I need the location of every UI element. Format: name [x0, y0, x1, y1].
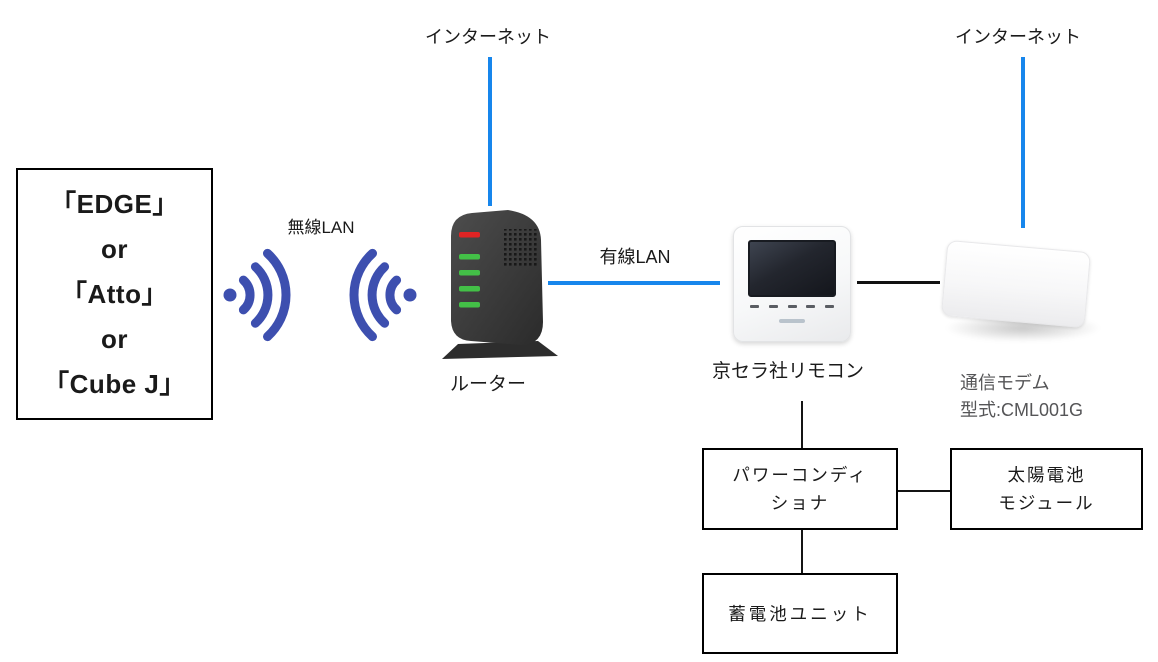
power-solar-line: [898, 490, 950, 492]
wifi-right-icon: [349, 248, 417, 342]
device-option-edge: 「EDGE」: [50, 188, 179, 219]
power-conditioner-line1: パワーコンディ: [732, 465, 868, 485]
router-led-green: [459, 302, 480, 308]
device-option-atto: 「Atto」: [61, 278, 168, 309]
router-led-green: [459, 254, 480, 260]
modem-body: [940, 239, 1092, 329]
remote-modem-line: [857, 281, 940, 284]
solar-module-line1: 太陽電池: [1007, 465, 1086, 485]
router-led-green: [459, 270, 480, 276]
device-option-cubej: 「Cube J」: [43, 368, 186, 399]
remote-power-line: [801, 401, 803, 448]
battery-unit-label: 蓄電池ユニット: [728, 604, 872, 624]
modem-name: 通信モデム: [960, 373, 1050, 393]
router-stand: [442, 341, 558, 359]
remote-brand-logo: [779, 319, 805, 323]
modem-device: [938, 238, 1108, 350]
wired-lan-line: [548, 281, 720, 285]
remote-control-device: [733, 226, 851, 342]
wifi-waves-icon: [223, 248, 417, 342]
router-icon: [442, 210, 558, 359]
remote-screen: [748, 240, 836, 297]
internet-label-right: インターネット: [955, 27, 1081, 47]
power-conditioner-box: パワーコンディ ショナ: [702, 448, 898, 530]
remote-label: 京セラ社リモコン: [711, 361, 864, 382]
wifi-left-icon: [223, 248, 291, 342]
modem-model: 型式:CML001G: [960, 400, 1084, 420]
router-led-green: [459, 286, 480, 292]
or-text: or: [101, 323, 128, 354]
internet-line-left: [488, 57, 492, 206]
internet-line-right: [1021, 57, 1025, 228]
router-label: ルーター: [449, 374, 526, 395]
solar-module-box: 太陽電池 モジュール: [950, 448, 1143, 530]
router-led-red: [459, 232, 480, 238]
power-battery-line: [801, 530, 803, 573]
battery-unit-box: 蓄電池ユニット: [702, 573, 898, 654]
or-text: or: [101, 233, 128, 264]
router-vent-grid: [502, 229, 539, 266]
device-options-box: 「EDGE」 or 「Atto」 or 「Cube J」: [16, 168, 213, 420]
solar-module-line2: モジュール: [998, 493, 1095, 513]
wired-lan-label: 有線LAN: [599, 247, 671, 267]
modem-label: 通信モデム 型式:CML001G: [960, 370, 1083, 424]
power-conditioner-line2: ショナ: [770, 493, 830, 513]
wireless-lan-label: 無線LAN: [287, 218, 355, 237]
internet-label-left: インターネット: [425, 27, 551, 47]
remote-buttons: [750, 305, 834, 309]
